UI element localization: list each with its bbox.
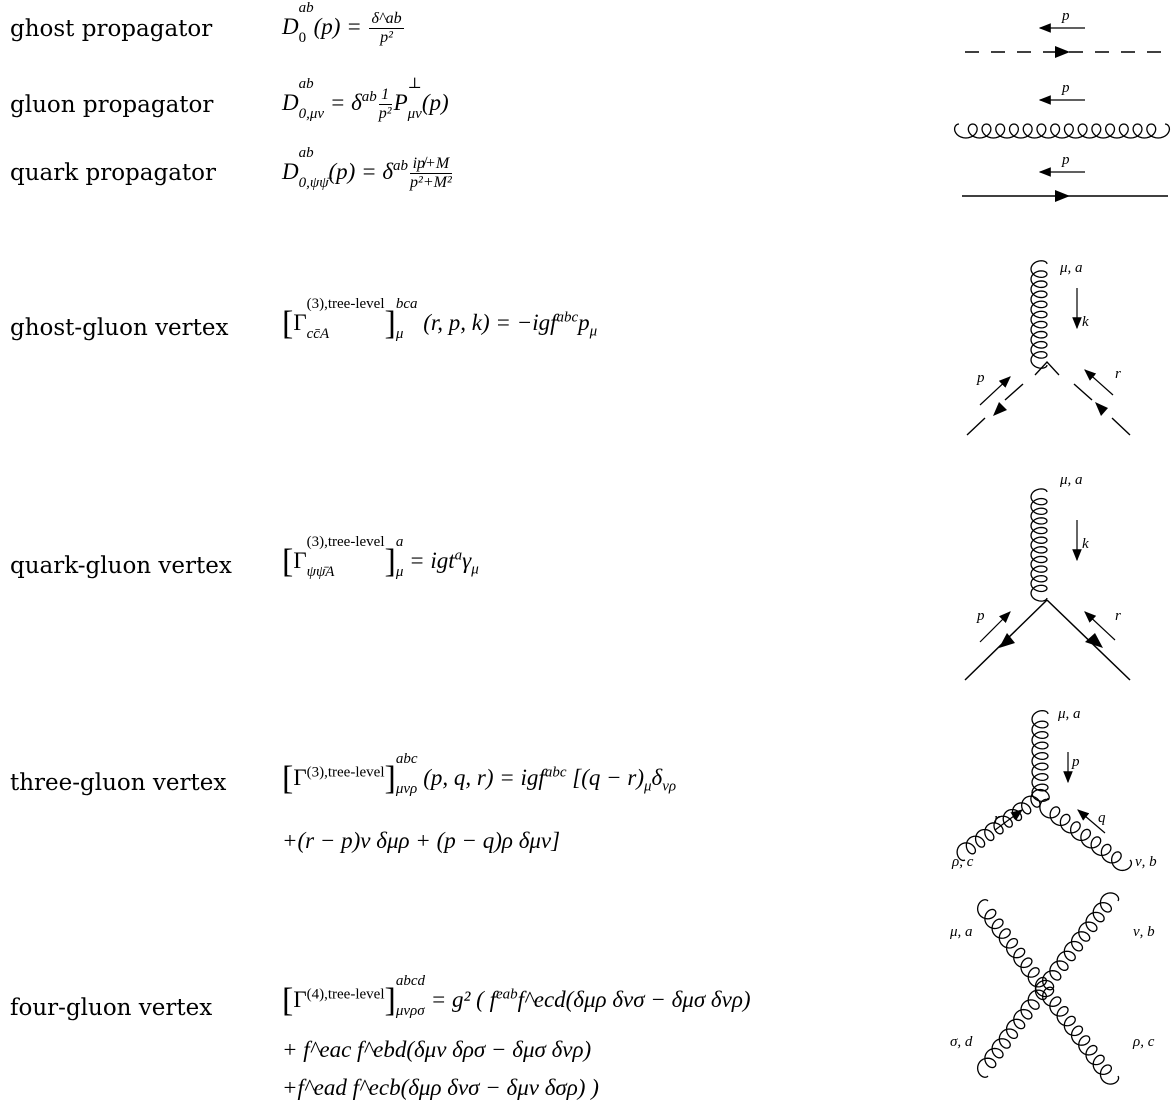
label-mu-a: μ, a xyxy=(1059,472,1083,488)
label-quark-gluon-vertex: quark-gluon vertex xyxy=(10,553,232,579)
diagram-ghost-propagator: p xyxy=(965,8,1165,58)
ghost-leg-left xyxy=(966,417,986,436)
diagram-four-gluon-vertex: μ, a ν, b σ, d ρ, c xyxy=(949,892,1155,1085)
ghost-arrow-right xyxy=(1095,402,1108,416)
gluon-leg-right xyxy=(1039,798,1133,872)
label-sigma-d: σ, d xyxy=(950,1034,973,1050)
diagram-quark-propagator: p xyxy=(962,152,1168,202)
gluon-leg xyxy=(1030,260,1048,369)
ghost-arrow-left xyxy=(993,402,1007,416)
gluon-leg-left xyxy=(956,788,1050,862)
diagram-three-gluon-vertex: μ, a p r q ρ, c ν, b xyxy=(951,706,1157,872)
label-k: k xyxy=(1082,314,1089,330)
label-r: r xyxy=(1115,366,1121,382)
momentum-arrow-q xyxy=(1077,809,1106,834)
diagram-ghost-gluon-vertex: μ, a k p r xyxy=(966,260,1131,436)
label-rho-c: ρ, c xyxy=(951,854,974,870)
momentum-arrow-r xyxy=(994,809,1023,831)
label-mu-a: μ, a xyxy=(1057,706,1081,722)
momentum-arrow-r xyxy=(1084,369,1114,396)
ghost-arrow xyxy=(1055,46,1070,58)
label-rho-c: ρ, c xyxy=(1132,1034,1155,1050)
ghost-leg-right xyxy=(1111,417,1131,436)
momentum-arrow-p xyxy=(979,611,1011,643)
momentum-arrow-p xyxy=(979,376,1011,406)
diagram-gluon-propagator: p xyxy=(953,80,1171,139)
label-q: q xyxy=(1098,810,1106,826)
label-gluon-propagator: gluon propagator xyxy=(10,92,214,118)
label-ghost-gluon-vertex: ghost-gluon vertex xyxy=(10,315,229,341)
label-p: p xyxy=(1071,754,1080,770)
label-mu-a: μ, a xyxy=(1059,260,1083,276)
label-nu-b: ν, b xyxy=(1133,924,1155,940)
label-r: r xyxy=(1115,608,1121,624)
label-nu-b: ν, b xyxy=(1135,854,1157,870)
label-p: p xyxy=(976,370,985,386)
label-k: k xyxy=(1082,536,1089,552)
label-quark-propagator: quark propagator xyxy=(10,160,217,186)
label-p: p xyxy=(976,608,985,624)
vertex-wedge xyxy=(1034,361,1060,376)
quark-arrow-left xyxy=(999,633,1015,648)
label-p: p xyxy=(1061,80,1070,96)
formula-four-gluon-line2: + f^eac f^ebd(δμν δρσ − δμσ δνρ) xyxy=(282,1037,592,1062)
formula-three-gluon-line2: +(r − p)ν δμρ + (p − q)ρ δμν] xyxy=(282,828,561,853)
gluon-leg xyxy=(1030,488,1048,602)
gluon-diagonal-2 xyxy=(976,892,1120,1078)
quark-arrow xyxy=(1055,190,1070,202)
label-three-gluon-vertex: three-gluon vertex xyxy=(10,770,227,796)
quark-arrow-right xyxy=(1085,633,1103,648)
gluon-line xyxy=(953,123,1171,139)
momentum-arrow-r xyxy=(1084,611,1116,641)
label-four-gluon-vertex: four-gluon vertex xyxy=(10,995,213,1021)
formula-four-gluon-line3: +f^ead f^ecb(δμρ δνσ − δμν δσρ) ) xyxy=(282,1075,599,1100)
label-r: r xyxy=(994,811,1000,827)
label-p: p xyxy=(1061,152,1070,168)
label-ghost-propagator: ghost propagator xyxy=(10,16,213,42)
label-p: p xyxy=(1061,8,1070,24)
label-mu-a: μ, a xyxy=(949,924,973,940)
diagram-quark-gluon-vertex: μ, a k p r xyxy=(964,472,1131,681)
gluon-leg-top xyxy=(1031,709,1049,803)
ghost-leg-right-2 xyxy=(1073,383,1093,401)
ghost-leg-left-2 xyxy=(1004,383,1024,401)
